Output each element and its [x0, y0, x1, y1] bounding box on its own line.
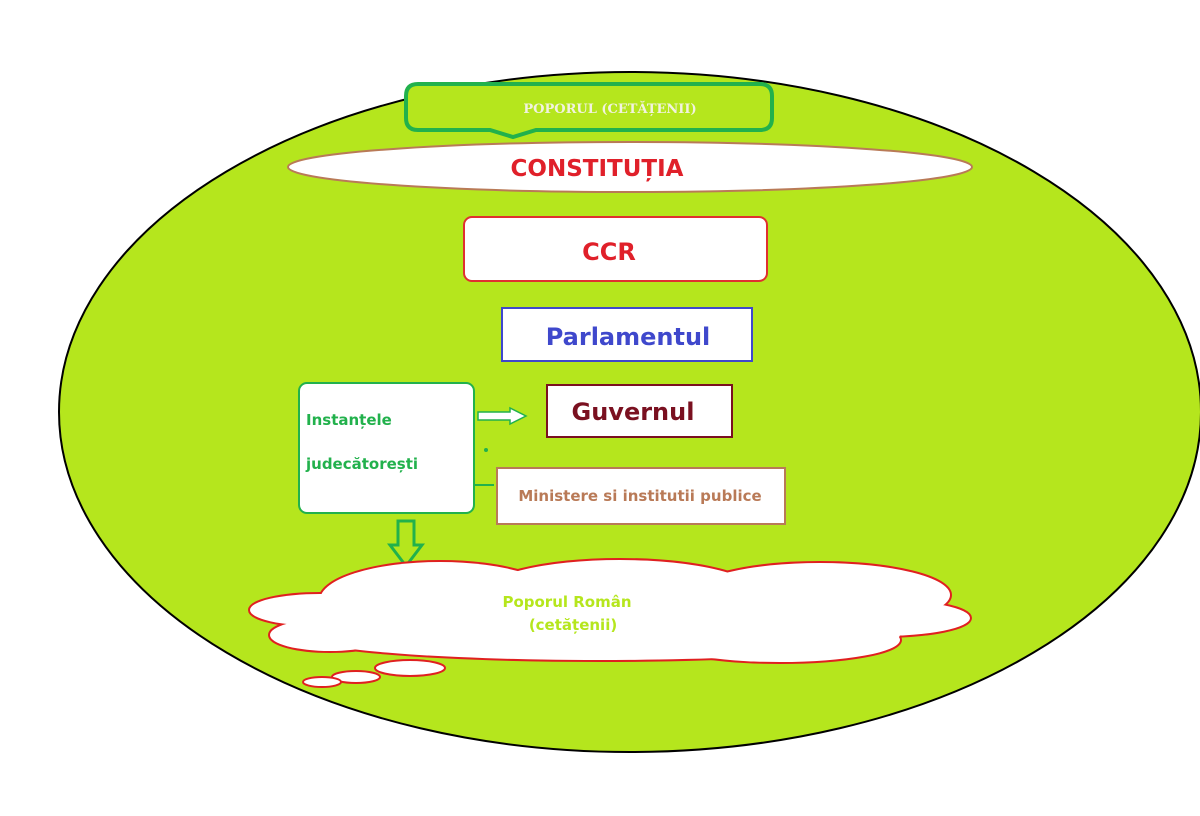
ministries-label: Ministere si institutii publice — [518, 487, 761, 505]
government-label: Guvernul — [572, 398, 695, 426]
courts-label-line2: judecătorești — [305, 455, 418, 473]
government-box — [546, 384, 733, 438]
ccr-label: CCR — [582, 238, 636, 266]
people-title: POPORUL (CETĂȚENII) — [523, 100, 696, 117]
people-title-callout — [404, 82, 774, 140]
people-label-line1: Poporul Român — [502, 593, 631, 611]
people-label-line2: (cetățenii) — [529, 616, 617, 634]
cloud-bubble — [302, 676, 342, 688]
arrow-right-icon — [477, 406, 528, 426]
constitution-ellipse — [287, 141, 973, 193]
courts-box — [298, 382, 475, 514]
dot — [484, 448, 488, 452]
courts-label-line1: Instanțele — [306, 411, 392, 429]
parliament-box — [501, 307, 753, 362]
constitution-label: CONSTITUȚIA — [511, 156, 684, 182]
arrow-down-icon — [386, 519, 426, 569]
ministries-box — [496, 467, 786, 525]
parliament-label: Parlamentul — [546, 323, 711, 351]
ccr-box — [463, 216, 768, 282]
cloud-bubble — [374, 659, 446, 677]
